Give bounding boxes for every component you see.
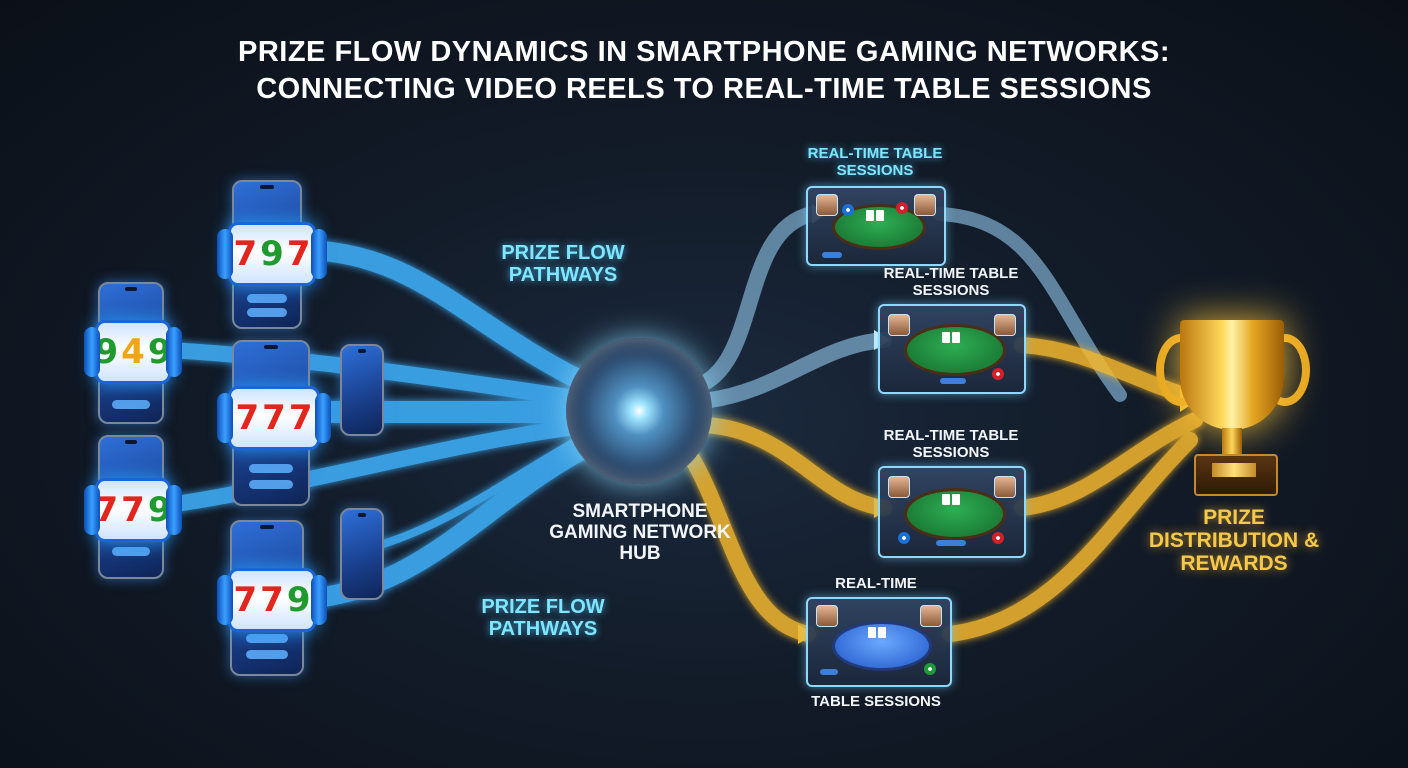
- slot-reel-5: 7 7 9: [217, 568, 327, 632]
- prize-distribution-label: PRIZE DISTRIBUTION & REWARDS: [1148, 506, 1320, 576]
- player-avatar: [816, 605, 838, 627]
- trophy-icon: [1180, 320, 1284, 430]
- player-avatar: [994, 476, 1016, 498]
- blue-flow-1: [290, 240, 610, 400]
- slot-reel-2: 9 4 9: [84, 320, 182, 384]
- reel-symbol: 9: [147, 490, 172, 530]
- pathways-label-bottom: PRIZE FLOW PATHWAYS: [481, 596, 605, 640]
- blue-flow-6: [376, 371, 594, 409]
- reel-symbol: 7: [233, 580, 258, 620]
- reel-symbol: 7: [262, 398, 286, 438]
- player-avatar: [994, 314, 1016, 336]
- gold-flow-1: [697, 417, 892, 516]
- table-1-label: REAL-TIME TABLE SESSIONS: [807, 145, 943, 179]
- reel-symbol: 7: [286, 234, 311, 274]
- slot-reel-3: 7 7 7: [217, 386, 331, 450]
- table-session-3: [878, 466, 1026, 558]
- player-avatar: [816, 194, 838, 216]
- reel-symbol: 7: [288, 398, 313, 438]
- gold-flow-4: [1014, 412, 1203, 516]
- trophy-stem: [1222, 428, 1242, 456]
- gold-flow-2: [682, 447, 816, 642]
- reel-symbol: 7: [235, 398, 260, 438]
- table-4-label-top: REAL-TIME: [835, 575, 917, 592]
- reel-symbol: 9: [260, 234, 284, 274]
- title-line-2: CONNECTING VIDEO REELS TO REAL-TIME TABL…: [256, 73, 1152, 105]
- silver-flow-2: [702, 332, 892, 408]
- blue-flow-7: [376, 426, 600, 549]
- reel-symbol: 7: [121, 490, 145, 530]
- smartphone-7: [340, 508, 384, 600]
- player-avatar: [888, 314, 910, 336]
- gold-flow-5: [942, 432, 1198, 642]
- reel-symbol: 4: [121, 332, 145, 372]
- pathways-label-top: PRIZE FLOW PATHWAYS: [501, 242, 625, 286]
- trophy-base: [1194, 454, 1278, 496]
- hub-label: SMARTPHONE GAMING NETWORK HUB: [549, 501, 731, 564]
- title-line-1: PRIZE FLOW DYNAMICS IN SMARTPHONE GAMING…: [237, 36, 1171, 68]
- table-4-label-bottom: TABLE SESSIONS: [811, 693, 941, 710]
- network-hub-sphere: [566, 338, 712, 484]
- slot-reel-1: 7 9 7: [217, 222, 327, 286]
- player-avatar: [888, 476, 910, 498]
- player-avatar: [914, 194, 936, 216]
- table-2-label: REAL-TIME TABLE SESSIONS: [883, 265, 1019, 299]
- smartphone-4: [340, 344, 384, 436]
- slot-reel-4: 7 7 9: [84, 478, 182, 542]
- table-session-1: [806, 186, 946, 266]
- reel-symbol: 9: [94, 332, 119, 372]
- reel-symbol: 9: [286, 580, 311, 620]
- trophy-plate: [1212, 463, 1256, 477]
- reel-symbol: 9: [147, 332, 172, 372]
- silver-flow-1: [692, 206, 820, 393]
- reel-symbol: 7: [233, 234, 258, 274]
- reel-symbol: 7: [94, 490, 119, 530]
- table-session-4: [806, 597, 952, 687]
- table-3-label: REAL-TIME TABLE SESSIONS: [883, 427, 1019, 461]
- player-avatar: [920, 605, 942, 627]
- reel-symbol: 7: [260, 580, 284, 620]
- table-session-2: [878, 304, 1026, 394]
